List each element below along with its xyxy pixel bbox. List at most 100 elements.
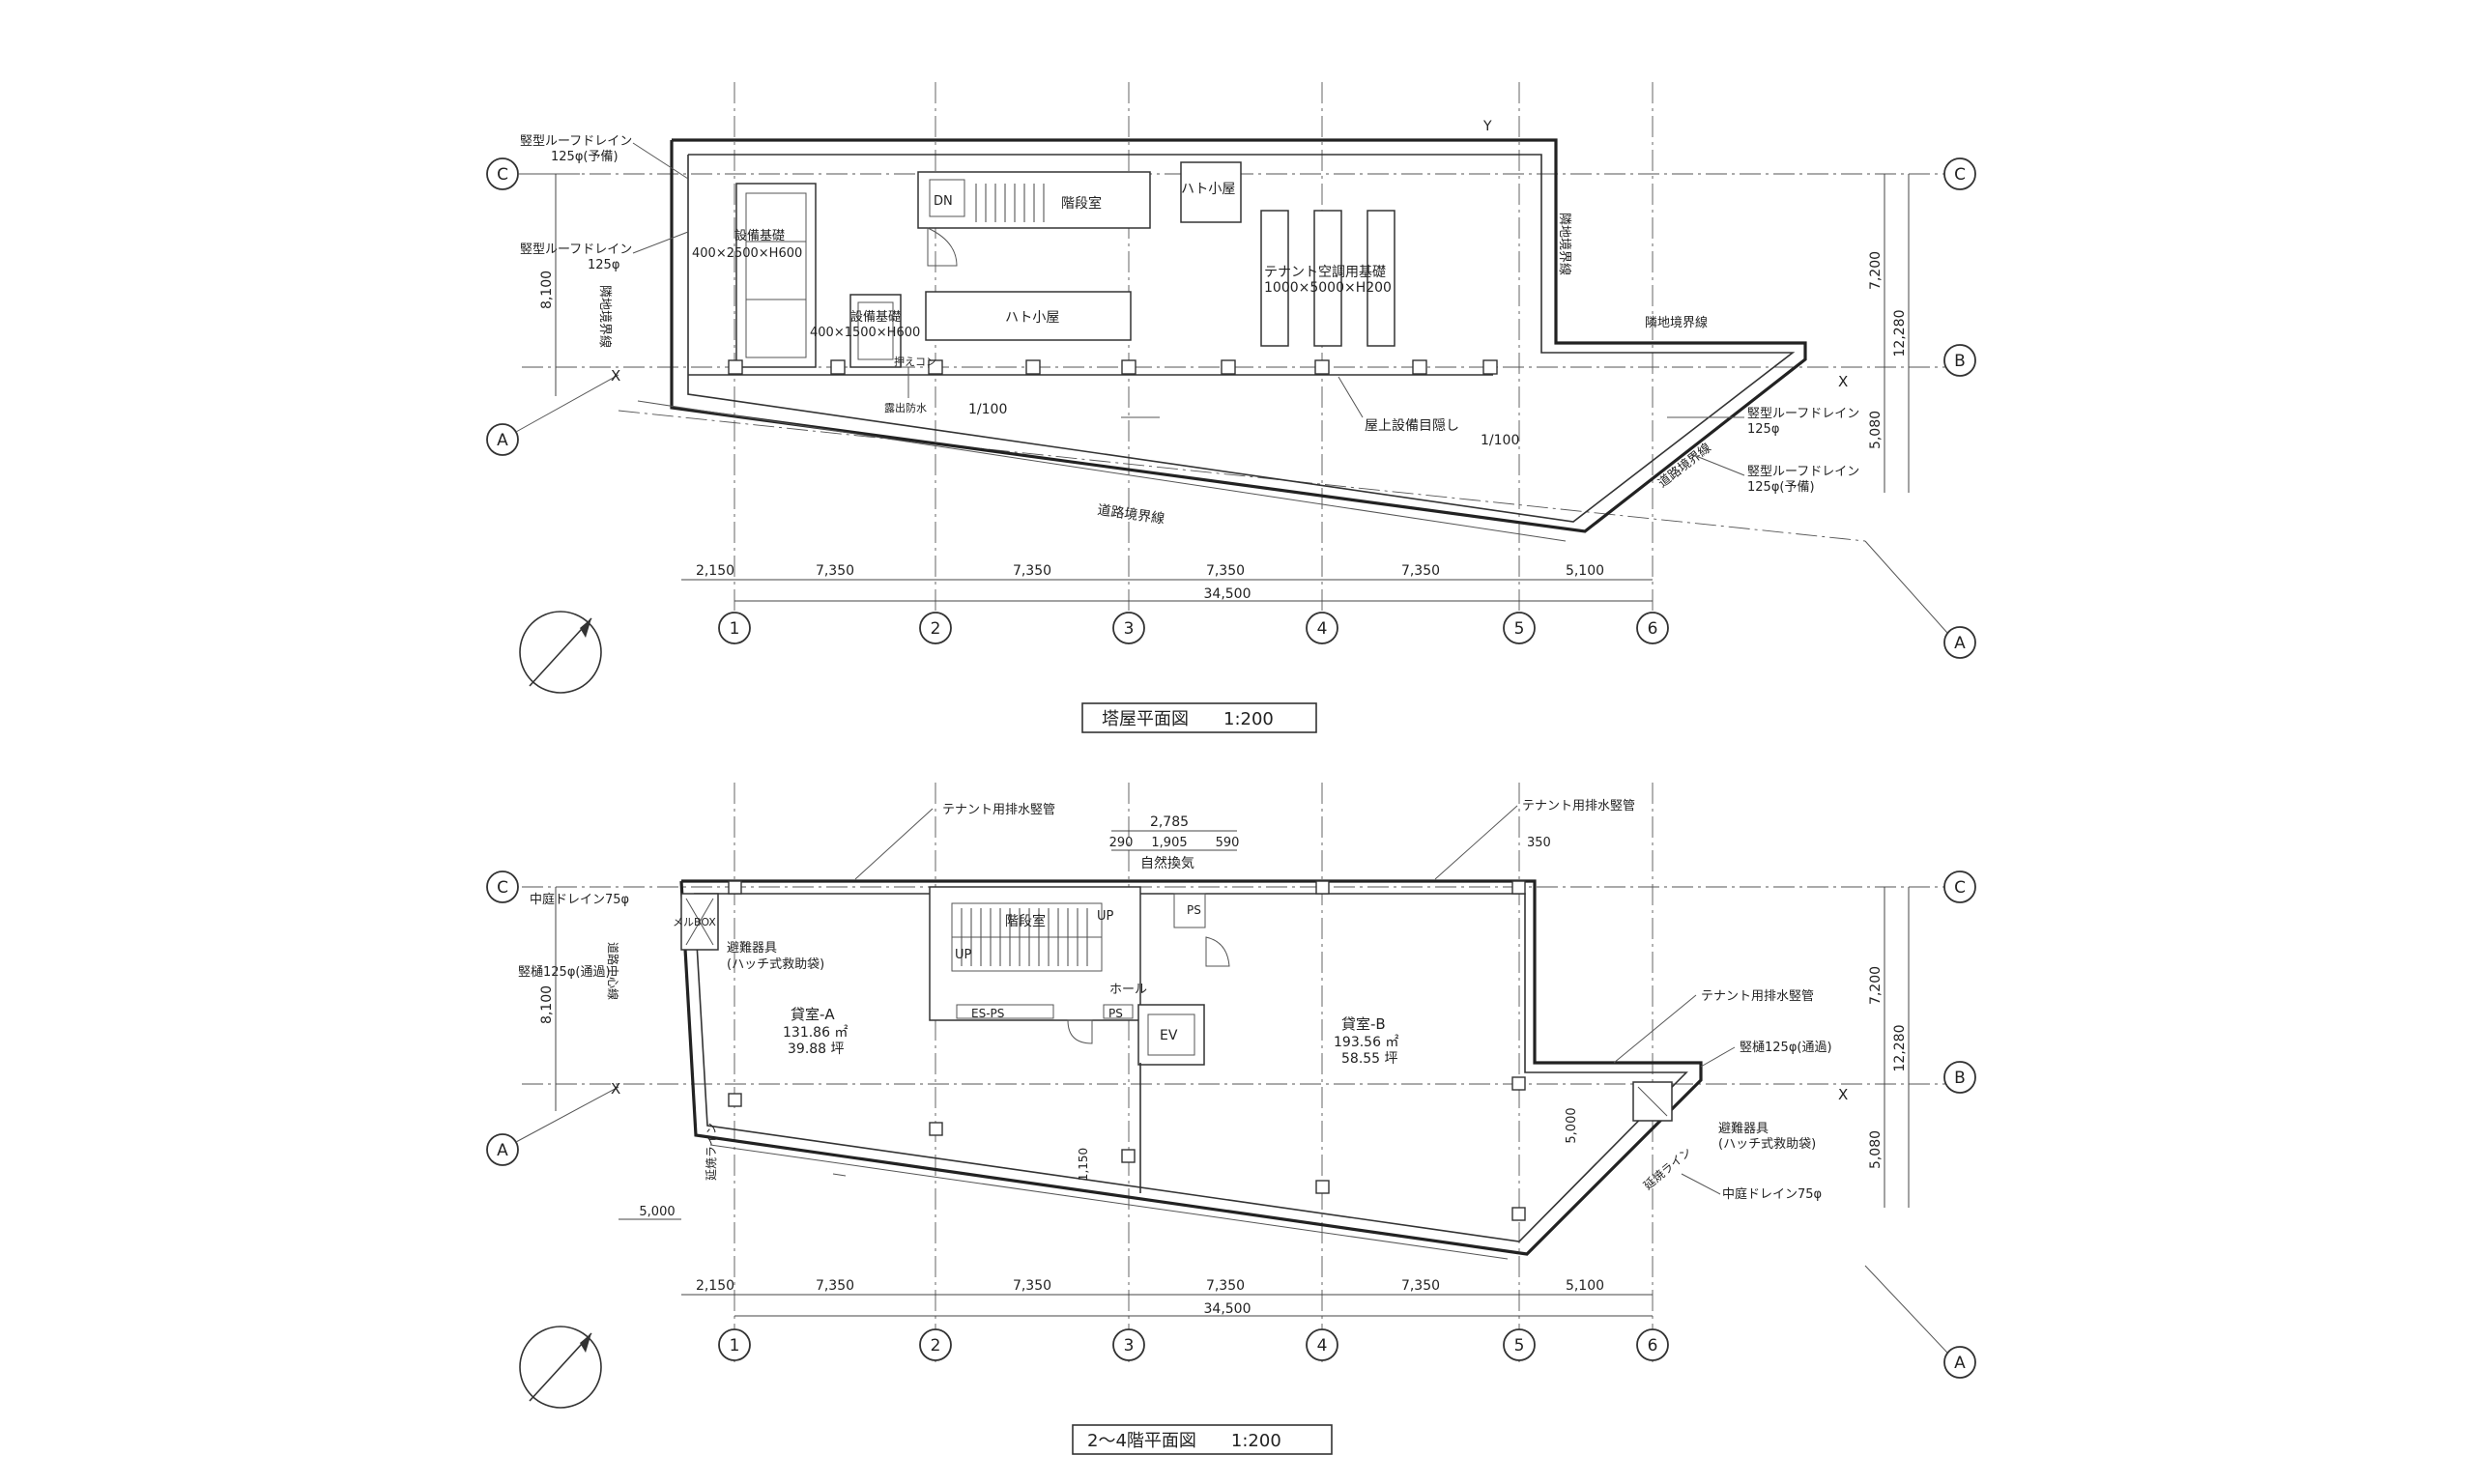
floor-dim-290: 290 (1109, 836, 1134, 850)
roof-section-x-right: X (1838, 373, 1848, 390)
setback-right: 延焼ライン (1641, 1145, 1694, 1192)
roof-stair-label: 階段室 (1061, 195, 1102, 212)
roof-row-b-right: B (1954, 352, 1966, 371)
setback-left: 延焼ライン (705, 1123, 718, 1181)
roof-drain-m-2: 125φ (588, 258, 619, 272)
roof-col-4: 4 (1317, 619, 1328, 639)
roof-row-a-right: A (1954, 634, 1966, 653)
dekake-label: 露出防水 (884, 401, 927, 414)
floor-col-3: 3 (1124, 1336, 1135, 1356)
equip1-label: 設備基礎 (734, 228, 785, 243)
roof-dim-v-cb: 7,200 (1868, 251, 1884, 290)
floor-col-1: 1 (730, 1336, 740, 1356)
floor-up-1: UP (1097, 909, 1114, 924)
floor-col-6: 6 (1648, 1336, 1658, 1356)
floor-dim-350: 350 (1527, 836, 1551, 850)
floor-dim-v-ba: 5,080 (1868, 1130, 1884, 1169)
floor-dim-span-5: 5,100 (1566, 1278, 1604, 1294)
room-b-m2: 193.56 ㎡ (1334, 1035, 1398, 1050)
floor-section-x-right: X (1838, 1086, 1848, 1103)
floor-stair-label: 階段室 (1005, 913, 1046, 929)
roof-col-1: 1 (730, 619, 740, 639)
floor-col-2: 2 (931, 1336, 941, 1356)
roof-notes: 押えコン 露出防水 1/100 屋上設備目隠し 1/100 道路境界線 道路境界… (520, 134, 1859, 528)
floor-dim-1150: 1,150 (1077, 1148, 1090, 1181)
equipment-base-2: 設備基礎 400×1500×H600 (810, 294, 920, 368)
floor-dim-span-2: 7,350 (1013, 1278, 1051, 1294)
escape-left-b: (ハッチ式救助袋) (727, 956, 824, 972)
roof-col-3: 3 (1124, 619, 1135, 639)
roof-dim-span-3: 7,350 (1206, 563, 1245, 579)
roof-outline (637, 138, 1807, 542)
roof-drain-c-1: 竪型ルーフドレイン (520, 134, 632, 149)
floor-col-4: 4 (1317, 1336, 1328, 1356)
tenant-ac-label: テナント空調用基礎 (1264, 264, 1386, 280)
equip2-label: 設備基礎 (850, 309, 901, 325)
floor-hall: ホール (1109, 983, 1147, 997)
room-a-m2: 131.86 ㎡ (783, 1025, 848, 1041)
roof-dim-span-0: 2,150 (696, 563, 734, 579)
roof-dim-span-1: 7,350 (816, 563, 854, 579)
roof-dim-span-2: 7,350 (1013, 563, 1051, 579)
floor-col-bubbles: 1 2 3 4 5 6 (718, 1328, 1669, 1361)
floor-notes: テナント用排水竪管 テナント用排水竪管 テナント用排水竪管 自然換気 中庭ドレイ… (518, 799, 1832, 1202)
floor-dim-5000-v: 5,000 (1565, 1107, 1579, 1143)
roof-drain-c-2: 125φ(予備) (551, 149, 618, 164)
floor-mbox: メルBOX (673, 916, 716, 928)
floor-dim-1905: 1,905 (1151, 836, 1187, 850)
roof-col-2: 2 (931, 619, 941, 639)
floor-dim-590: 590 (1216, 836, 1240, 850)
roof-road-line: 道路境界線 (1096, 502, 1165, 528)
floor-ev: EV (1160, 1028, 1178, 1043)
roof-stair-room: DN 階段室 (917, 171, 1151, 267)
roof-col-5: 5 (1514, 619, 1525, 639)
escape-right-b: (ハッチ式救助袋) (1718, 1136, 1816, 1152)
floor-room-labels: 貸室-A 131.86 ㎡ 39.88 坪 貸室-B 193.56 ㎡ 58.5… (783, 1006, 1398, 1067)
room-b-tsubo: 58.55 坪 (1341, 1051, 1398, 1067)
floor-esps: ES-PS (971, 1007, 1004, 1020)
room-a-name: 貸室-A (791, 1006, 835, 1023)
floor-grid-lines (522, 783, 1952, 1362)
roof-north-arrow-icon (519, 611, 602, 694)
floor-dim-5000-h: 5,000 (639, 1205, 675, 1219)
floor-dim-total: 34,500 (1204, 1301, 1251, 1317)
roof-col-6: 6 (1648, 619, 1658, 639)
roof-dim-total: 34,500 (1204, 586, 1251, 602)
roof-screen-label: 屋上設備目隠し (1365, 418, 1459, 434)
roof-drain-r-2b: 125φ(予備) (1747, 479, 1815, 495)
floor-north-arrow-icon (519, 1326, 602, 1409)
slope-2: 1/100 (1481, 433, 1519, 448)
pigeon-mid-label: ハト小屋 (1005, 310, 1059, 326)
roof-boundary-right-h: 隣地境界線 (1645, 315, 1708, 330)
floor-dim-span-4: 7,350 (1401, 1278, 1440, 1294)
roof-road-line-r: 道路境界線 (1655, 441, 1714, 492)
roof-dn-label: DN (934, 194, 953, 209)
floor-dim-span-0: 2,150 (696, 1278, 734, 1294)
roof-row-c-right: C (1954, 165, 1966, 185)
equip2-size: 400×1500×H600 (810, 326, 920, 340)
roof-title: 塔屋平面図 1:200 (1102, 709, 1274, 729)
floor-core: 階段室 UP UP PS ES-PS PS ホール EV (929, 886, 1230, 1193)
roof-drain-m-1: 竪型ルーフドレイン (520, 243, 632, 257)
floor-dim-span-1: 7,350 (816, 1278, 854, 1294)
roof-drain-r-2: 竪型ルーフドレイン (1747, 465, 1859, 479)
roof-section-x-left: X (611, 367, 620, 385)
tenant-ac-bases: テナント空調用基礎 1000×5000×H200 (1260, 210, 1395, 347)
osae-label: 押えコン (894, 355, 936, 368)
riser-left: 竪樋125φ(通過) (518, 964, 611, 980)
roof-row-a-left: A (497, 431, 508, 450)
floor-ps-2: PS (1108, 1007, 1123, 1020)
roof-boundary-right-v: 隣地境界線 (1557, 213, 1572, 275)
floor-plan: 階段室 UP UP PS ES-PS PS ホール EV メルBOX (486, 783, 1976, 1455)
drain75-right: 中庭ドレイン75φ (1722, 1186, 1822, 1202)
roof-drain-r-1: 竪型ルーフドレイン (1747, 407, 1859, 421)
floor-dimensions: 2,150 7,350 7,350 7,350 7,350 5,100 34,5… (539, 814, 1910, 1317)
floor-escape-box-left: メルBOX (673, 893, 719, 951)
floor-dim-2785: 2,785 (1150, 814, 1189, 830)
pigeon-top-label: ハト小屋 (1181, 182, 1235, 197)
floor-row-b-right: B (1954, 1069, 1966, 1088)
roof-row-bubbles: C C B A A X X Y (486, 119, 1976, 659)
pigeon-house-mid: ハト小屋 (925, 291, 1132, 341)
pigeon-house-top: ハト小屋 (1180, 161, 1242, 223)
tenant-drain-right: テナント用排水竪管 (1522, 799, 1635, 813)
